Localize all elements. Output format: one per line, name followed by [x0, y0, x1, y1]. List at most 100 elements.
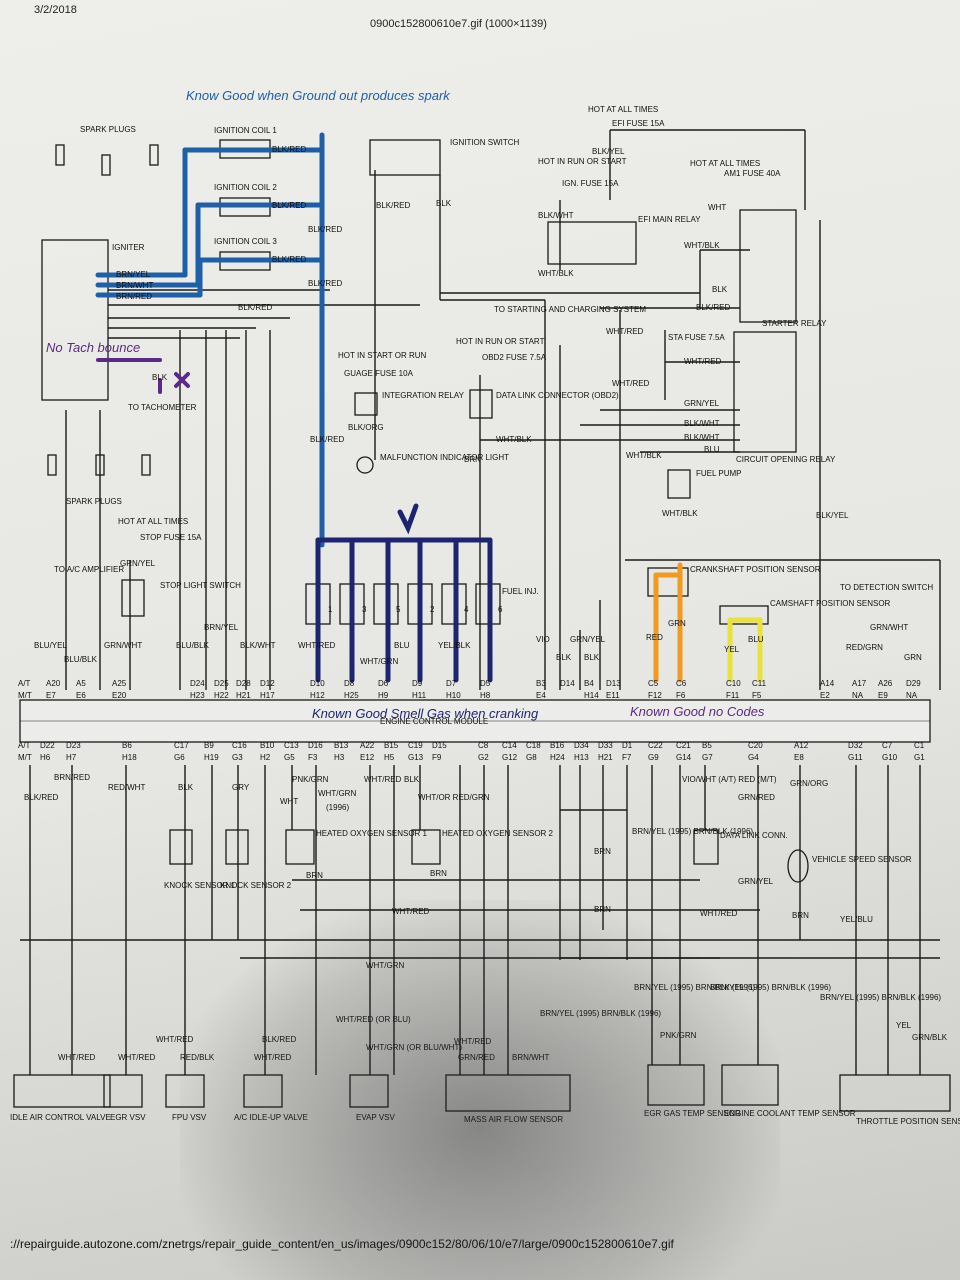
ecm-bottom-pin-mt: H24 — [550, 753, 565, 762]
wire-label-layer: BLK/RED BLK/RED BLK/RED BLK/RED BLK/RED … — [24, 145, 948, 1062]
ecm-top-pin-at: D13 — [606, 679, 621, 688]
hot-run-start-gauge-label: HOT IN START OR RUN — [338, 351, 427, 360]
wire-label: WHT/RED — [156, 1035, 194, 1044]
dlc-conn-label: DATA LINK CONN. — [720, 831, 788, 840]
ac-idle-up-label: A/C IDLE-UP VALVE — [234, 1113, 308, 1122]
tps-label: THROTTLE POSITION SENSOR — [856, 1117, 960, 1126]
crank-sensor-box — [647, 567, 689, 597]
wire-label: GRN/YEL — [570, 635, 606, 644]
ecm-bottom-pin-mt: H2 — [260, 753, 271, 762]
wire-label: GRN/YEL — [738, 877, 774, 886]
igniter-label: IGNITER — [112, 243, 145, 252]
wire-label: BRN/YEL (1995) BRN/BLK (1996) — [540, 1009, 661, 1018]
ecm-bottom-pin-at: D22 — [40, 741, 55, 750]
spark-plugs-bottom — [47, 454, 151, 476]
ecm-top-pin-mt: F5 — [752, 691, 762, 700]
wire-label: BLK/YEL — [592, 147, 625, 156]
vss-label: VEHICLE SPEED SENSOR — [812, 855, 912, 864]
ignition-switch-box — [369, 139, 441, 176]
mil-lamp — [356, 456, 374, 474]
ecm-bottom-pin-at: C1 — [914, 741, 925, 750]
ecm-top-pin-at: D14 — [560, 679, 575, 688]
ecm-top-pin-mt: H11 — [412, 691, 427, 700]
ecm-bottom-pin-mt: H7 — [66, 753, 77, 762]
wire-label: VIO — [536, 635, 550, 644]
wire-label: BLK/RED — [238, 303, 272, 312]
wire-label: WHT/RED — [606, 327, 644, 336]
sta-fuse-label: STA FUSE 7.5A — [668, 333, 725, 342]
starter-relay-box — [739, 209, 797, 323]
ecm-bottom-pin-mt: G4 — [748, 753, 759, 762]
wire-label: BLK/YEL — [816, 511, 849, 520]
wire-label: BRN/RED — [116, 292, 152, 301]
ecm-top-pin-mt: H21 — [236, 691, 251, 700]
ecm-bottom-pin-at: B5 — [702, 741, 712, 750]
starting-system-label: TO STARTING AND CHARGING SYSTEM — [494, 305, 646, 314]
ecm-bottom-pin-at: C22 — [648, 741, 663, 750]
ecm-bottom-pin-mt: H19 — [204, 753, 219, 762]
injector-number: 1 — [328, 605, 333, 614]
wire-label: BLU/BLK — [64, 655, 98, 664]
wire-label: BRN/YEL (1995) BRN/BLK (1996) — [710, 983, 831, 992]
ecm-bottom-pin-mt: G1 — [914, 753, 925, 762]
ecm-top-pin-mt: F11 — [726, 691, 740, 700]
stop-fuse-label: STOP FUSE 15A — [140, 533, 202, 542]
tach-note: No Tach bounce — [46, 340, 140, 355]
stop-light-switch-label: STOP LIGHT SWITCH — [160, 581, 241, 590]
ecm-bottom-pin-mt: F7 — [622, 753, 632, 762]
wire-label: BLK — [584, 653, 600, 662]
wire-label: BRN/YEL (1995) BRN/BLK (1996) — [820, 993, 941, 1002]
ecm-top-pin-mt: H14 — [584, 691, 599, 700]
ecm-top-pin-mt: H25 — [344, 691, 359, 700]
ecm-bottom-pin-at: D33 — [598, 741, 613, 750]
ecm-top-pin-at: C10 — [726, 679, 741, 688]
ecm-top-pin-mt: H23 — [190, 691, 205, 700]
ecm-top-pin-at: A25 — [112, 679, 127, 688]
crankshaft-sensor-label: CRANKSHAFT POSITION SENSOR — [690, 565, 821, 574]
ecm-bottom-pin-mt: G8 — [526, 753, 537, 762]
ecm-bottom-pin-at: D1 — [622, 741, 633, 750]
ecm-note: Known Good Smell Gas when cranking — [312, 706, 539, 721]
wire-label: WHT/RED — [454, 1037, 492, 1046]
stop-switch-box — [121, 579, 145, 617]
ecm-bottom-pin-mt: G2 — [478, 753, 489, 762]
wire-label: BLK — [152, 373, 168, 382]
wire-label: BLU — [704, 445, 720, 454]
ecm-top-pin-at: A14 — [820, 679, 835, 688]
coil1-label: IGNITION COIL 1 — [214, 126, 277, 135]
spark-plugs-top-label: SPARK PLUGS — [80, 125, 136, 134]
ecm-bottom-pin-at: B10 — [260, 741, 275, 750]
wire-label: GRN/YEL — [120, 559, 156, 568]
ecm-bottom-pin-mt: E8 — [794, 753, 804, 762]
handwritten-notes-layer: Know Good when Ground out produces spark… — [46, 88, 765, 721]
ecm-bottom-pin-mt: H18 — [122, 753, 137, 762]
ecm-bottom-pin-at: A22 — [360, 741, 375, 750]
wire-label: WHT/GRN — [318, 789, 356, 798]
efi-main-relay-label: EFI MAIN RELAY — [638, 215, 701, 224]
evap-vsv-box — [349, 1074, 389, 1108]
knock2-label: KNOCK SENSOR 2 — [220, 881, 292, 890]
ecm-top-pin-mt: H17 — [260, 691, 275, 700]
wire-label: BRN — [594, 847, 611, 856]
knock2-box — [225, 829, 249, 865]
wire-label: GRN/WHT — [104, 641, 142, 650]
wire-label: BLK/RED — [272, 145, 306, 154]
wire-label: VIO/WHT (A/T) RED (M/T) — [682, 775, 777, 784]
ignition-note: Know Good when Ground out produces spark — [186, 88, 451, 103]
ecm-top-pin-mt: E2 — [820, 691, 830, 700]
ecm-bottom-pin-at: B9 — [204, 741, 214, 750]
wire-label: BRN — [464, 455, 481, 464]
ecm-bottom-pin-at: A/T — [18, 741, 31, 750]
wire-label: WHT — [708, 203, 726, 212]
ecm-top-pin-mt: F12 — [648, 691, 662, 700]
wire-label: GRN — [904, 653, 922, 662]
wire-label: BRN — [792, 911, 809, 920]
hot-all-times-stop-label: HOT AT ALL TIMES — [118, 517, 188, 526]
ecm-top-pin-mt: E9 — [878, 691, 888, 700]
efi-fuse-label: EFI FUSE 15A — [612, 119, 665, 128]
wire-label: PNK/GRN — [660, 1031, 697, 1040]
vss-ellipse — [787, 849, 809, 883]
wire-label: BRN/YEL — [116, 270, 151, 279]
ecm-bottom-pin-at: B15 — [384, 741, 399, 750]
